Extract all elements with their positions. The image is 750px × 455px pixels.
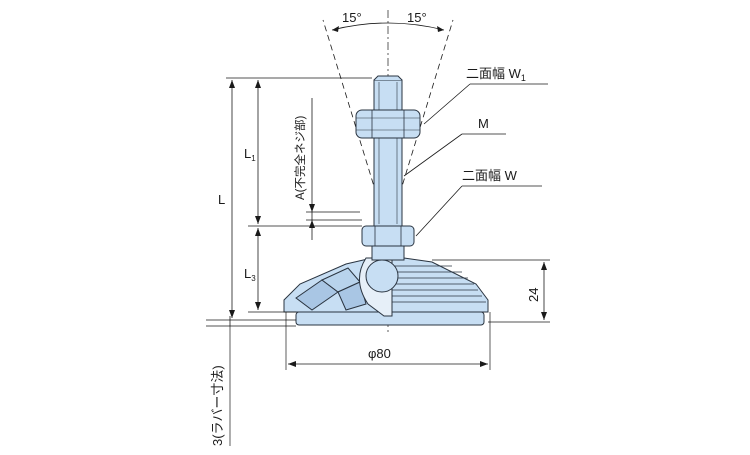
height-24-label: 24 bbox=[526, 288, 541, 302]
across-flats-w1-label: 二面幅 W1 bbox=[466, 66, 526, 83]
dim-l1-label: L1 bbox=[244, 146, 256, 163]
ball-joint bbox=[365, 259, 399, 293]
angle-arc bbox=[331, 22, 445, 31]
angle-right-label: 15° bbox=[407, 10, 427, 25]
leader-w bbox=[415, 185, 463, 237]
dim-a-arrow-bottom bbox=[309, 220, 315, 228]
dim-l-arrow-bottom bbox=[229, 310, 235, 318]
across-flats-w-label: 二面幅 W bbox=[462, 168, 518, 183]
threaded-rod bbox=[373, 79, 403, 227]
upper-lock-nut bbox=[355, 109, 421, 139]
angle-arrow-right bbox=[437, 26, 444, 32]
dim-l1-arrow-top bbox=[255, 80, 261, 88]
dim-l-label: L bbox=[218, 192, 225, 207]
lower-hex-nut bbox=[361, 225, 415, 247]
leader-w1 bbox=[423, 83, 471, 125]
incomplete-thread-label: A(不完全ネジ部) bbox=[293, 116, 307, 200]
bolt bbox=[355, 75, 421, 261]
angle-arrow-left bbox=[332, 26, 339, 32]
dim-l1-arrow-bottom bbox=[255, 216, 261, 224]
dim-dia-arrow-left bbox=[288, 361, 296, 367]
dim-l3-label: L3 bbox=[244, 266, 256, 283]
angle-left-label: 15° bbox=[342, 10, 362, 25]
ball-neck bbox=[371, 245, 405, 261]
dim-24-arrow-top bbox=[541, 262, 547, 270]
dim-dia-arrow-right bbox=[480, 361, 488, 367]
rubber-note-label: 3(ラバー寸法) bbox=[210, 365, 225, 446]
leader-m bbox=[403, 133, 463, 177]
dim-24-arrow-bottom bbox=[541, 312, 547, 320]
dim-a-arrow-top bbox=[309, 204, 315, 212]
facet-3 bbox=[337, 281, 367, 311]
dim-l3-arrow-bottom bbox=[255, 302, 261, 310]
base-pad bbox=[283, 257, 489, 326]
dim-l-arrow-top bbox=[229, 80, 235, 88]
dim-l3-arrow-top bbox=[255, 228, 261, 236]
rod-tip bbox=[373, 75, 403, 81]
diameter-80-label: φ80 bbox=[368, 346, 391, 361]
thread-m-label: M bbox=[478, 116, 489, 131]
